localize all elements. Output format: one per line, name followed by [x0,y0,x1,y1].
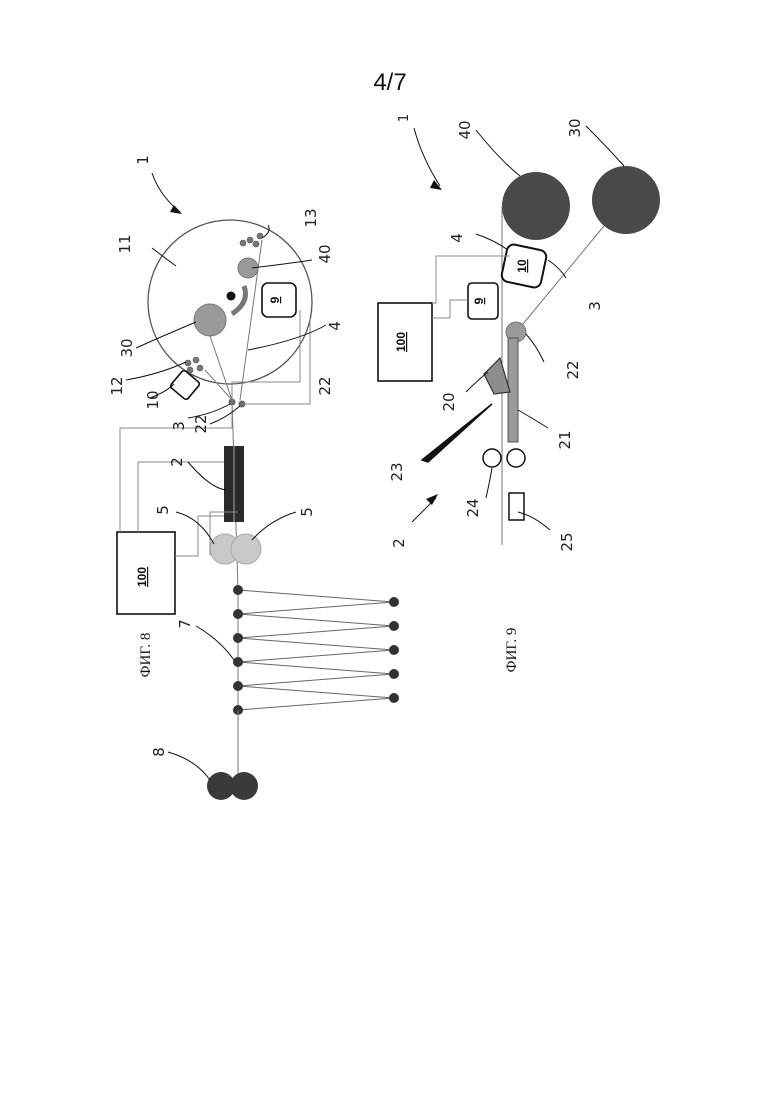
label-1-fig9: 1 [397,114,412,122]
label-2-fig8: 2 [168,457,186,467]
roll-40-fig9 [502,172,570,240]
leader-5a [176,512,214,544]
roller-24b [507,449,525,467]
label-7: 7 [176,619,194,629]
box-9-fig8-label: 9 [268,296,282,303]
label-23: 23 [388,462,406,481]
label-3-fig8: 3 [170,421,188,431]
web-3-line [205,370,232,400]
web-from-30 [210,336,232,400]
leader-4 [248,325,326,350]
controller-100-fig8-label: 100 [135,567,149,587]
fig8-caption: ФИГ. 8 [138,633,154,678]
box-25 [509,493,524,520]
leader-30 [136,322,196,348]
label-21: 21 [556,430,574,449]
label-4-fig8: 4 [326,321,344,331]
label-30-fig9: 30 [566,118,584,137]
curved-guide [232,286,246,314]
label-12: 12 [108,376,126,395]
label-10-fig8: 10 [144,390,162,409]
label-2-fig9: 2 [390,538,408,548]
arrowhead-1-fig8 [170,205,182,214]
roller-24a [483,449,501,467]
nip-roll-5b [231,534,261,564]
label-40-fig8: 40 [316,244,334,263]
leader-5b [252,512,296,540]
blade-20 [484,358,510,394]
sensor-box-10 [170,370,201,401]
label-24: 24 [464,498,482,517]
box-9-fig9-label: 9 [472,297,486,304]
arrowhead-1-fig9 [430,180,442,190]
leader-2 [188,462,226,490]
guide-rollers-12 [185,357,203,373]
knife-23 [422,404,492,462]
leader-22-fig9 [526,334,544,362]
signal-line-9-a [432,300,468,318]
label-22-fig9: 22 [564,360,582,379]
leader-4-fig9 [476,234,508,250]
label-3-fig9: 3 [586,301,604,311]
controller-100-fig9-label: 100 [394,332,408,352]
page-number: 4/7 [373,69,406,96]
leader-24 [486,468,492,498]
leader-8 [168,752,210,780]
label-22a-fig8: 22 [192,414,210,433]
figure-9: 10 9 100 [378,114,660,672]
label-4-fig9: 4 [448,233,466,243]
leader-11 [152,248,176,266]
roll-30-fig9 [592,166,660,234]
label-8: 8 [150,747,168,757]
fig9-caption: ФИГ. 9 [504,628,520,673]
label-1-fig8: 1 [134,155,152,165]
festoon-7 [233,585,399,720]
arrow-2-head [426,494,438,505]
leader-1-fig9 [414,128,440,186]
leader-30-fig9 [586,126,624,166]
guide-rollers-13 [240,233,263,247]
label-20: 20 [440,392,458,411]
label-25: 25 [558,532,576,551]
roll-30 [194,304,226,336]
leader-20 [466,372,488,392]
label-5a: 5 [154,505,172,515]
label-22b-fig8: 22 [316,376,334,395]
box-10-fig9-label: 10 [515,259,529,273]
label-11: 11 [116,234,134,253]
center-dot [227,292,236,301]
label-40-fig9: 40 [456,120,474,139]
leader-7 [196,626,234,660]
figure-8: 9 100 [108,155,399,800]
leader-22a [210,406,240,424]
label-30-fig8: 30 [118,338,136,357]
signal-line-b [138,462,224,532]
roll-8b [230,772,258,800]
leader-40-fig9 [476,130,520,176]
label-13: 13 [302,208,320,227]
label-5b: 5 [298,507,316,517]
leader-21 [518,410,548,428]
leader-1-fig8 [152,173,180,212]
